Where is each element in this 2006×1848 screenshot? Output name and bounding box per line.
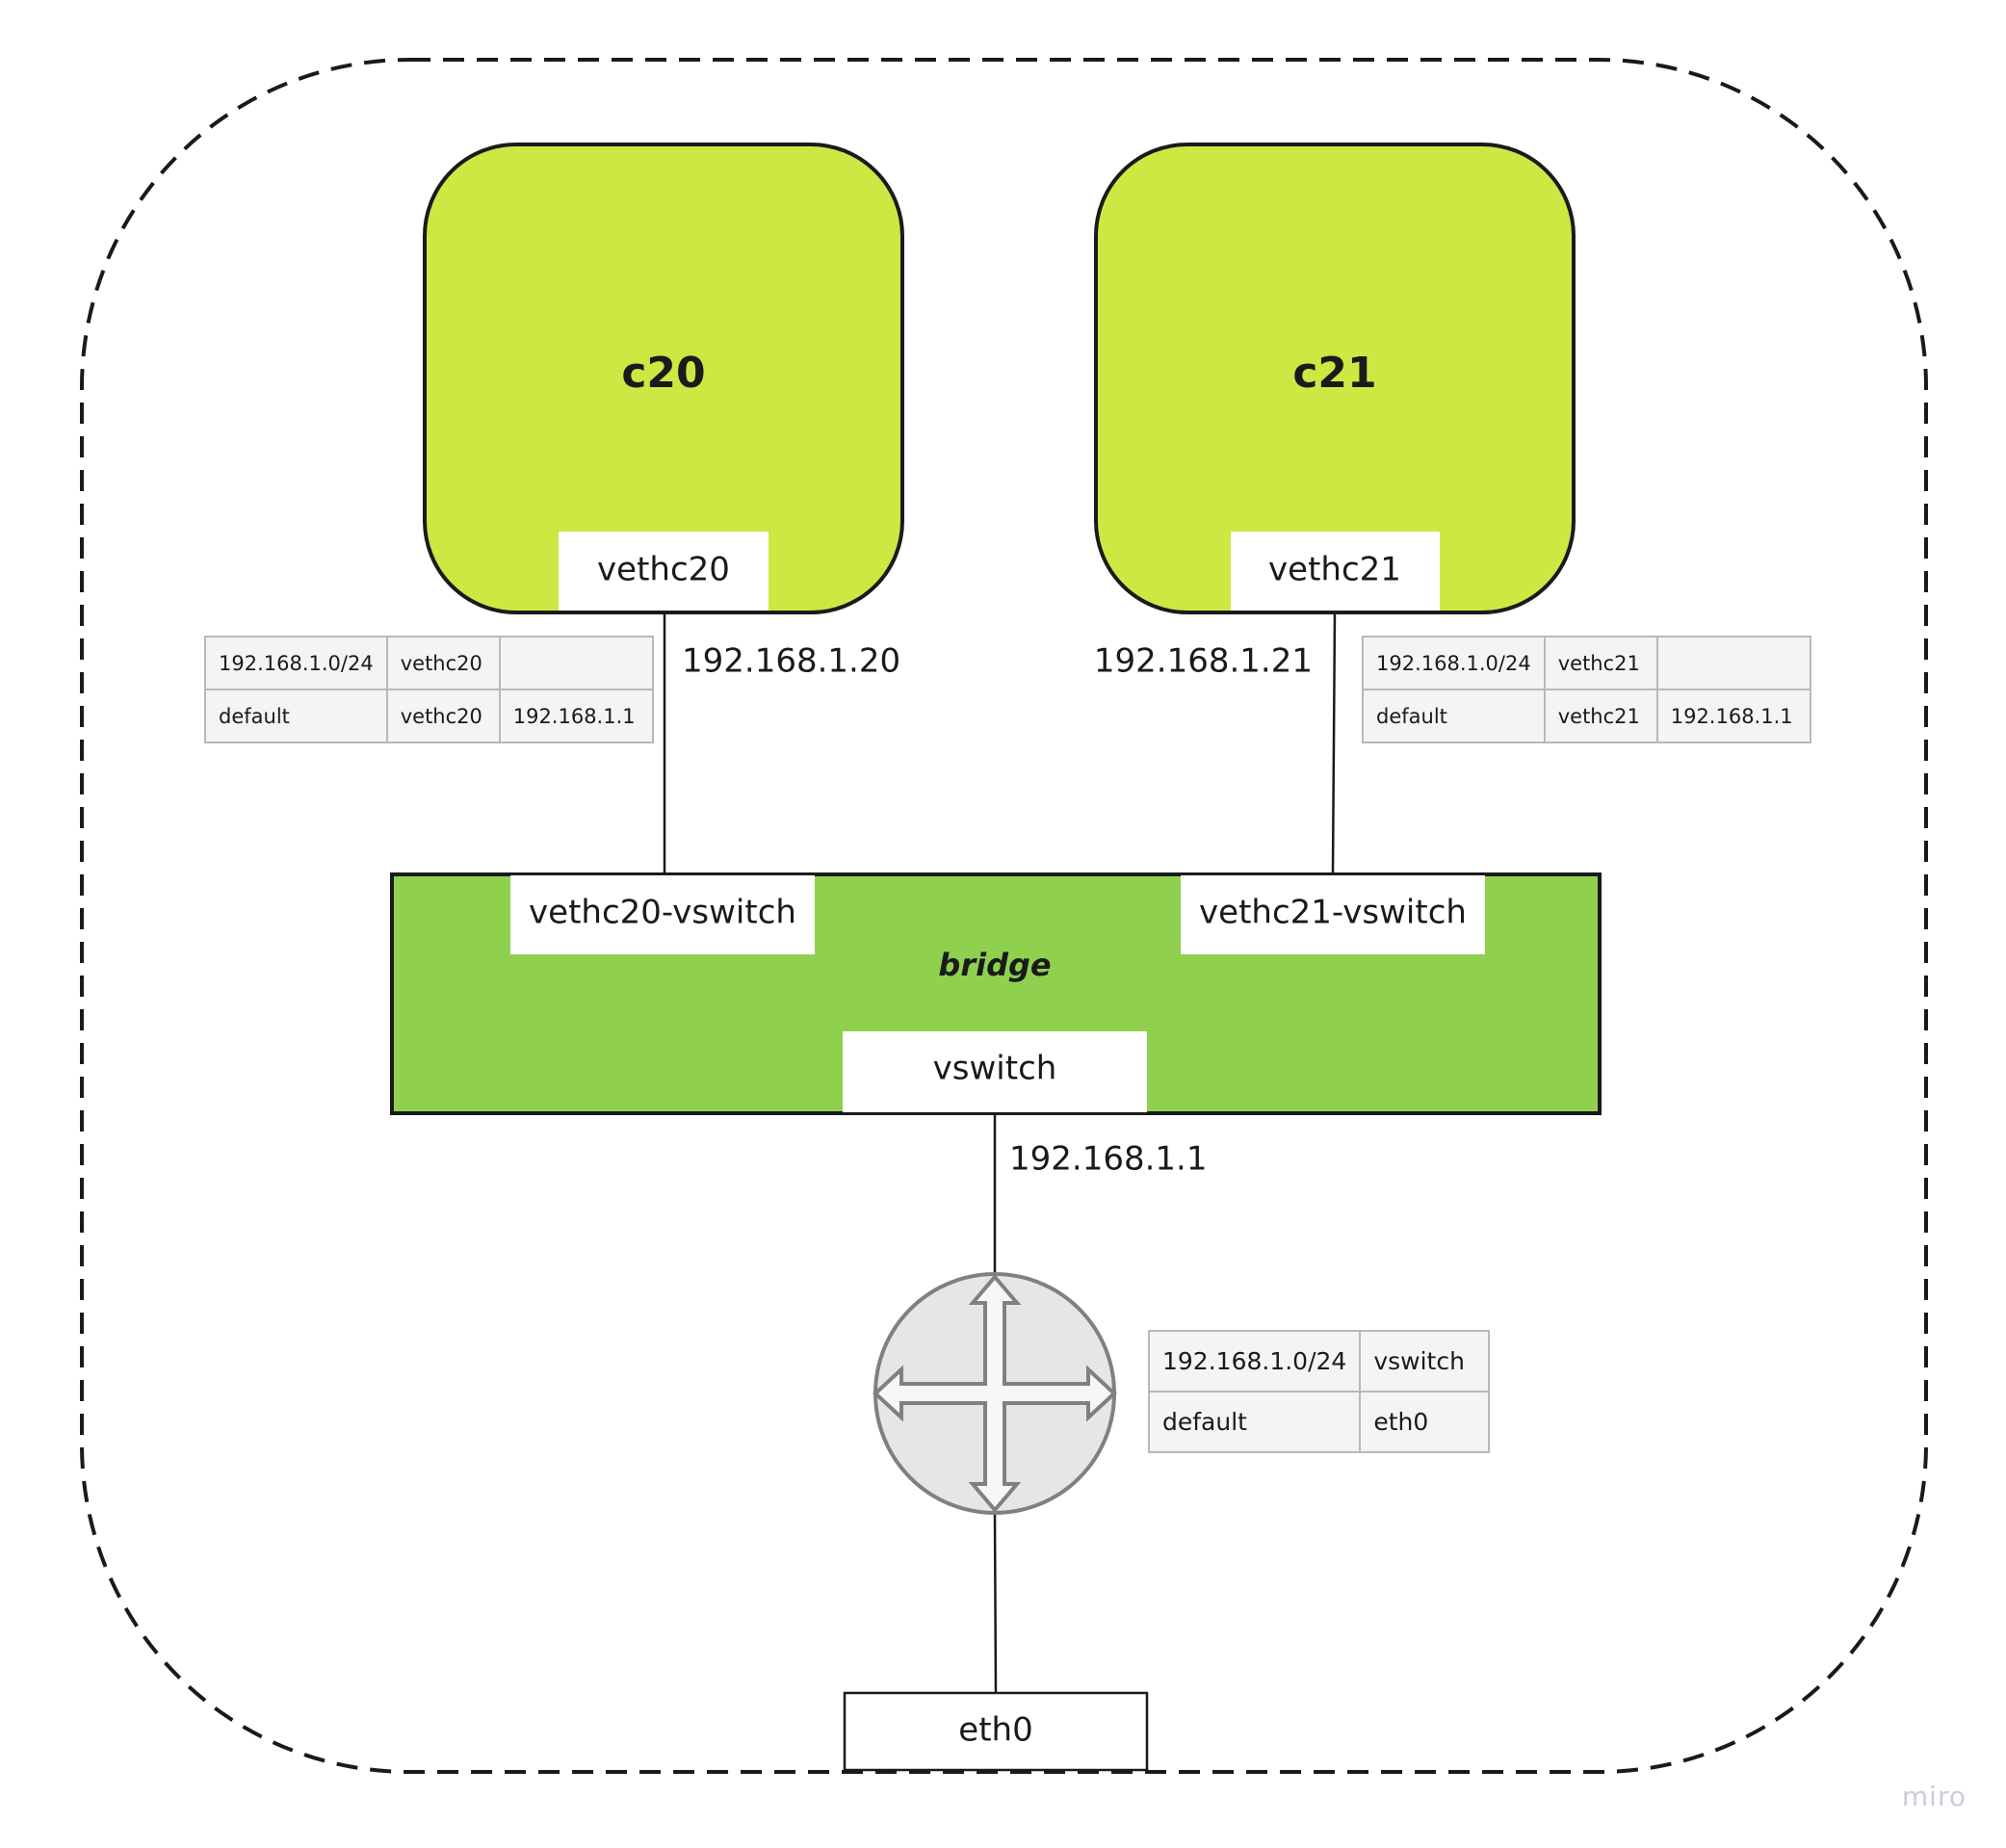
bridge-vswitch-label: vswitch [933,1050,1057,1088]
table-cell: vethc20 [385,636,501,690]
table-cell: default [1147,1391,1362,1453]
routing-table-c21: 192.168.1.0/24 vethc21 default vethc21 1… [1362,636,1811,743]
container-c20-name: c20 [621,349,705,398]
table-cell [498,636,654,690]
router-arrows-icon [873,1273,1117,1514]
table-cell: 192.168.1.0/24 [204,636,388,690]
router-icon[interactable] [873,1272,1117,1515]
link-c21-bridge [1331,612,1337,875]
bridge-vswitch-box [843,1031,1147,1112]
table-cell: vethc20 [385,689,501,743]
bridge[interactable]: vethc20-vswitch vethc21-vswitch bridge v… [390,872,1602,1115]
table-row: default vethc20 192.168.1.1 [204,689,654,743]
interface-vethc21-box [1231,532,1440,611]
container-c21[interactable]: c21 vethc21 [1094,143,1576,614]
ip-c21-label: 192.168.1.21 [1094,642,1313,681]
table-cell: 192.168.1.1 [498,689,654,743]
host-interface-eth0[interactable]: eth0 [843,1691,1149,1772]
table-cell: vswitch [1359,1330,1491,1393]
container-c21-box [1094,143,1576,614]
table-cell: 192.168.1.0/24 [1147,1330,1362,1393]
interface-vethc21-label: vethc21 [1268,551,1401,589]
table-row: 192.168.1.0/24 vethc21 [1362,636,1811,690]
table-row: default vethc21 192.168.1.1 [1362,689,1811,743]
miro-watermark: miro [1902,1781,1967,1812]
bridge-port-vethc21-vswitch-label: vethc21-vswitch [1199,894,1467,932]
table-cell: default [204,689,388,743]
container-c20[interactable]: c20 vethc20 [423,143,904,614]
eth0-label: eth0 [958,1711,1032,1750]
container-c20-box [423,143,904,614]
table-cell: vethc21 [1543,636,1658,690]
table-cell [1655,636,1811,690]
ip-vswitch-label: 192.168.1.1 [1009,1140,1207,1179]
table-cell: 192.168.1.1 [1655,689,1811,743]
container-c21-name: c21 [1292,349,1376,398]
eth0-box [843,1691,1149,1772]
ip-c20-label: 192.168.1.20 [682,642,900,681]
bridge-port-vethc20-vswitch-label: vethc20-vswitch [529,894,796,932]
bridge-port-vethc21-vswitch-box [1181,875,1485,954]
table-cell: default [1362,689,1546,743]
table-row: 192.168.1.0/24 vswitch [1147,1330,1491,1393]
table-row: 192.168.1.0/24 vethc20 [204,636,654,690]
table-cell: eth0 [1359,1391,1491,1453]
link-router-eth0 [993,1513,998,1694]
bridge-title: bridge [938,947,1051,983]
table-cell: 192.168.1.0/24 [1362,636,1546,690]
interface-vethc20-box [559,532,769,611]
table-cell: vethc21 [1543,689,1658,743]
bridge-port-vethc20-vswitch-box [510,875,815,954]
table-row: default eth0 [1147,1391,1491,1453]
host-boundary [80,58,1928,1774]
interface-vethc20-label: vethc20 [597,551,730,589]
routing-table-c20: 192.168.1.0/24 vethc20 default vethc20 1… [204,636,654,743]
routing-table-host: 192.168.1.0/24 vswitch default eth0 [1147,1330,1491,1453]
